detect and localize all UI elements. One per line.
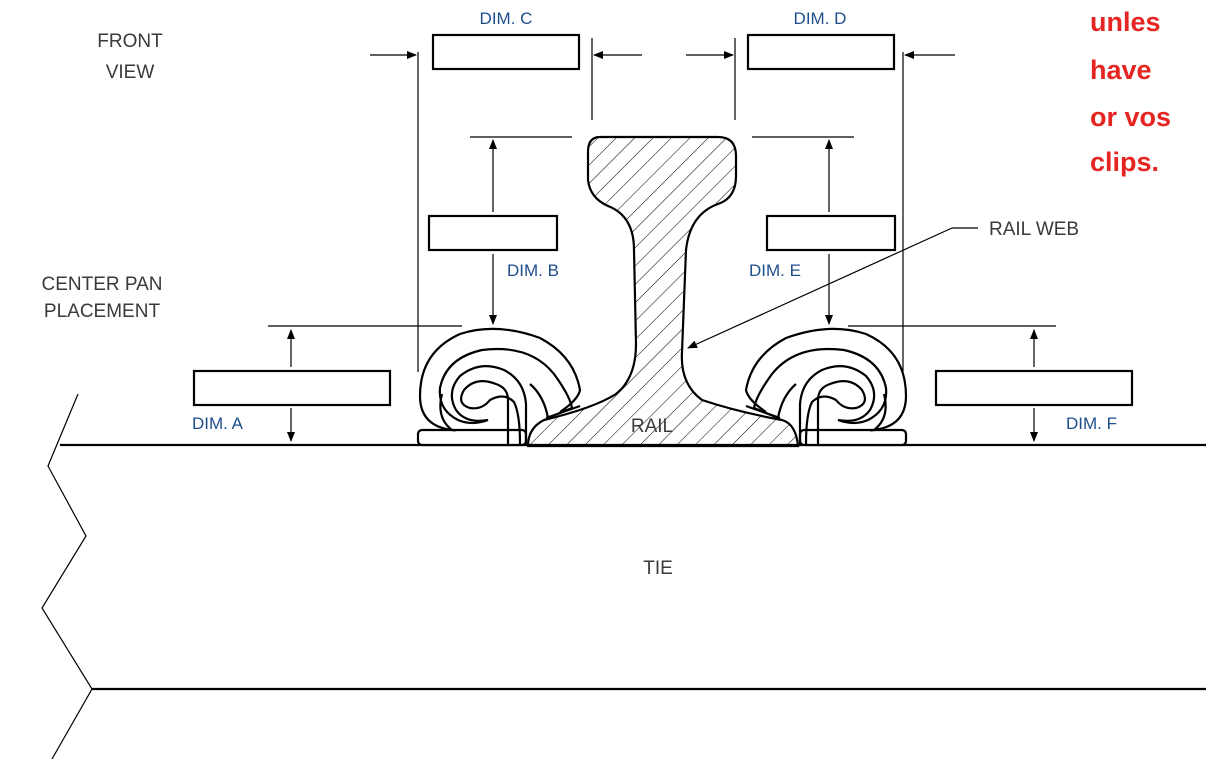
front-view-label-line1: FRONT (97, 31, 163, 52)
dim-b-entry-box[interactable] (427, 214, 559, 252)
warning-line-3: or vos (1090, 102, 1171, 132)
tie-label: TIE (643, 558, 673, 579)
rail-web-label: RAIL WEB (989, 219, 1079, 240)
dimension-arrows (287, 51, 1038, 442)
left-rail-clip (416, 327, 582, 447)
rail-label: RAIL (631, 416, 673, 437)
warning-line-4: clips. (1090, 147, 1159, 177)
dim-a-entry-box[interactable] (192, 369, 392, 407)
dim-a-label: DIM. A (192, 414, 244, 433)
dim-b-label: DIM. B (507, 261, 559, 280)
right-rail-clip (744, 327, 908, 447)
dim-c-entry-box[interactable] (431, 33, 581, 71)
dim-c-label: DIM. C (480, 9, 533, 28)
rail-web-leader (687, 227, 978, 349)
front-view-label-line2: VIEW (106, 62, 155, 83)
tie (41, 393, 1206, 759)
warning-line-1: unles (1090, 7, 1161, 37)
center-pan-label-line2: PLACEMENT (44, 301, 161, 322)
dim-f-entry-box[interactable] (934, 369, 1134, 407)
dim-f-label: DIM. F (1066, 414, 1117, 433)
extension-lines (268, 38, 1056, 372)
center-pan-label-line1: CENTER PAN (41, 274, 162, 295)
rail-profile (526, 135, 800, 448)
dim-d-label: DIM. D (794, 9, 847, 28)
warning-line-2: have (1090, 55, 1152, 85)
dim-d-entry-box[interactable] (746, 33, 896, 71)
dim-e-label: DIM. E (749, 261, 801, 280)
dim-e-entry-box[interactable] (765, 214, 897, 252)
